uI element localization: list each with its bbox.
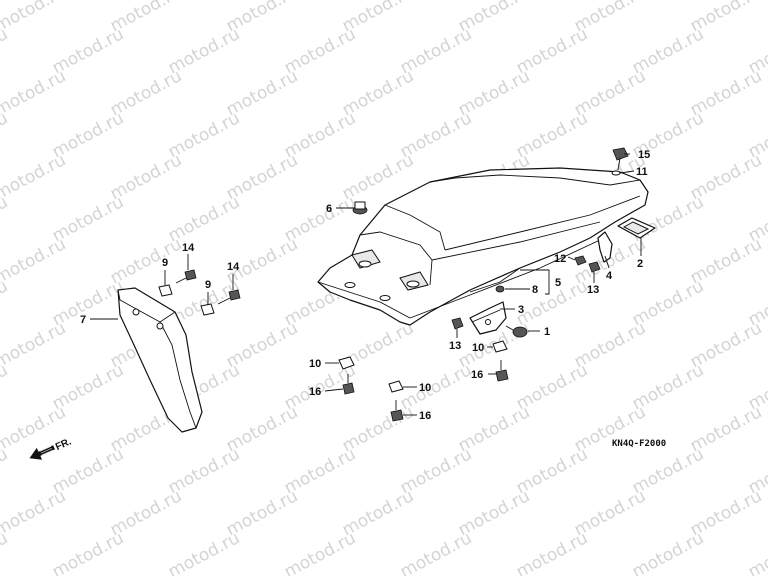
callout-4: 4 bbox=[606, 270, 613, 282]
nut-10-b[interactable] bbox=[388, 380, 404, 393]
mud-flap[interactable] bbox=[117, 287, 203, 433]
reflector-bracket[interactable] bbox=[597, 231, 613, 263]
callout-13-left: 13 bbox=[449, 340, 461, 352]
callout-16-a: 16 bbox=[309, 386, 321, 398]
collar-8[interactable] bbox=[495, 285, 505, 293]
watermark-text: motod.ru bbox=[49, 528, 127, 576]
watermark-text: motod.ru bbox=[0, 276, 11, 330]
nut-9-b[interactable] bbox=[200, 303, 215, 316]
callout-10-a: 10 bbox=[309, 358, 321, 370]
nut-9-a[interactable] bbox=[158, 284, 173, 297]
leader-lines bbox=[90, 153, 642, 416]
watermark-text: motod.ru bbox=[0, 318, 69, 372]
callout-14-b: 14 bbox=[227, 261, 240, 273]
nut-12[interactable] bbox=[574, 255, 587, 266]
stay-bracket[interactable] bbox=[469, 301, 507, 335]
front-direction-indicator: FR. bbox=[29, 436, 73, 460]
callout-1: 1 bbox=[544, 326, 550, 338]
callout-15: 15 bbox=[638, 149, 650, 161]
callout-14-a: 14 bbox=[182, 242, 195, 254]
watermark-text: motod.ru bbox=[0, 108, 11, 162]
watermark-text: motod.ru bbox=[0, 24, 11, 78]
watermark-text: motod.ru bbox=[0, 0, 69, 36]
watermark-text: motod.ru bbox=[0, 234, 69, 288]
callout-12: 12 bbox=[554, 253, 566, 265]
watermark-text: motod.ru bbox=[0, 66, 69, 120]
front-label: FR. bbox=[54, 436, 73, 453]
bolt-16-a[interactable] bbox=[342, 374, 355, 395]
callout-13-right: 13 bbox=[587, 284, 599, 296]
grommet-6[interactable] bbox=[352, 201, 368, 215]
callout-9-a: 9 bbox=[162, 257, 168, 269]
watermark-text: motod.ru bbox=[0, 192, 11, 246]
watermark-text: motod.ru bbox=[281, 528, 359, 576]
watermark-text: motod.ru bbox=[0, 360, 11, 414]
watermark-text: motod.ru bbox=[0, 486, 69, 540]
callout-6: 6 bbox=[326, 203, 332, 215]
bolt-14-b[interactable] bbox=[217, 289, 241, 305]
callout-11: 11 bbox=[636, 166, 648, 178]
bolt-14-a[interactable] bbox=[175, 269, 197, 284]
watermark-text: motod.ru bbox=[397, 528, 475, 576]
callout-10-b: 10 bbox=[419, 382, 431, 394]
callout-10-c: 10 bbox=[472, 342, 484, 354]
watermark-text: motod.ru bbox=[745, 528, 768, 576]
rear-fender[interactable] bbox=[317, 167, 649, 326]
washer-11[interactable] bbox=[611, 170, 621, 176]
bolt-1[interactable] bbox=[505, 325, 528, 338]
callout-labels: 6 15 11 2 4 12 13 5 8 3 1 7 9 14 9 14 10… bbox=[80, 149, 650, 422]
watermark-text: motod.ru bbox=[513, 528, 591, 576]
callout-16-b: 16 bbox=[419, 410, 431, 422]
callout-9-b: 9 bbox=[205, 279, 211, 291]
nut-10-a[interactable] bbox=[338, 356, 355, 370]
callout-5: 5 bbox=[555, 277, 561, 289]
watermark-text: motod.ru bbox=[629, 528, 707, 576]
nut-10-c[interactable] bbox=[492, 340, 508, 353]
watermark-text: motod.ru bbox=[0, 150, 69, 204]
reflector[interactable] bbox=[617, 217, 656, 239]
watermark-text: motod.ru bbox=[0, 444, 11, 498]
callout-16-c: 16 bbox=[471, 369, 483, 381]
callout-7: 7 bbox=[80, 314, 86, 326]
bolt-16-b[interactable] bbox=[390, 400, 404, 422]
callout-3: 3 bbox=[518, 304, 524, 316]
callout-2: 2 bbox=[637, 258, 643, 270]
callout-8: 8 bbox=[532, 284, 538, 296]
diagram-code: KN4Q-F2000 bbox=[612, 439, 666, 449]
nut-13-right[interactable] bbox=[588, 261, 601, 273]
watermark-text: motod.ru bbox=[165, 528, 243, 576]
nut-13-left[interactable] bbox=[451, 317, 464, 330]
bolt-16-c[interactable] bbox=[495, 360, 509, 382]
bolt-15[interactable] bbox=[612, 147, 629, 171]
